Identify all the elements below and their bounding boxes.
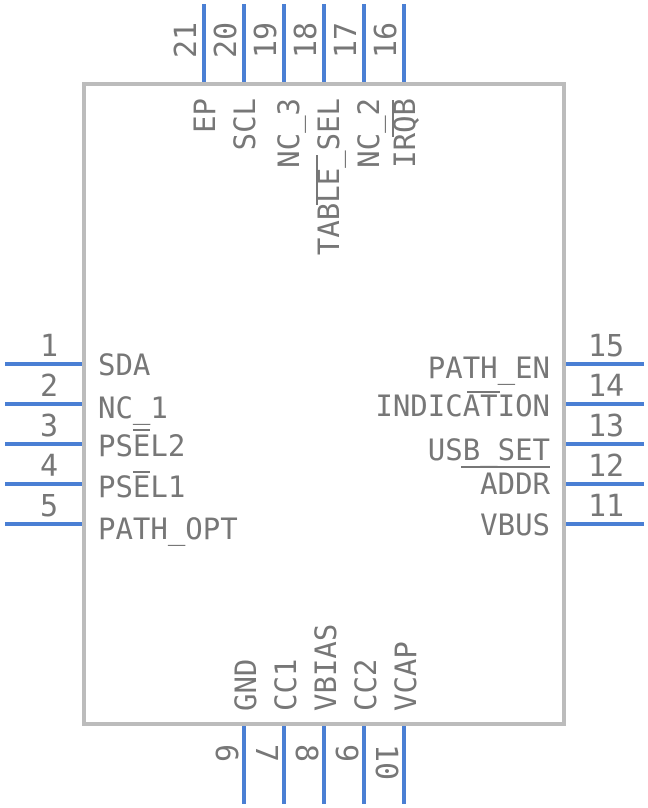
pin-label-scl: SCL bbox=[228, 98, 262, 150]
pin-number: 6 bbox=[208, 744, 243, 762]
pin-number: 5 bbox=[40, 489, 58, 524]
right-pin-labels: PATH_EN INDICATION USB_SET ADDR VBUS bbox=[375, 351, 550, 542]
pin-number: 14 bbox=[588, 369, 624, 404]
pin-number: 3 bbox=[40, 409, 58, 444]
pin-label-path-en: PATH_EN bbox=[428, 351, 550, 386]
pin-number: 16 bbox=[369, 22, 404, 58]
pin-number: 7 bbox=[248, 744, 283, 762]
pin-label-addr: ADDR bbox=[480, 467, 550, 501]
pin-label-gnd: GND bbox=[229, 659, 263, 711]
pin-label-nc3: NC_3 bbox=[272, 98, 307, 168]
bottom-pin-lines bbox=[242, 724, 406, 804]
pin-number: 21 bbox=[169, 22, 204, 58]
pin-label-usb-set: USB_SET bbox=[428, 433, 550, 468]
left-pin-labels: SDA NC_1 PSEL2 PSEL1 PATH_OPT bbox=[98, 348, 238, 547]
pin-number: 17 bbox=[329, 22, 364, 58]
pin-number: 1 bbox=[40, 329, 58, 364]
pin-number: 18 bbox=[289, 22, 324, 58]
pin-number: 19 bbox=[249, 22, 284, 58]
pin-number: 11 bbox=[588, 489, 624, 524]
pin-label-psel2: PSEL2 bbox=[98, 429, 185, 463]
pin-number: 9 bbox=[328, 744, 363, 762]
right-pin-numbers: 15 14 13 12 11 bbox=[588, 329, 624, 524]
right-pin-lines bbox=[564, 362, 644, 526]
pin-number: 13 bbox=[588, 409, 624, 444]
pin-label-nc1: NC_1 bbox=[98, 391, 168, 426]
pin-label-cc2: CC2 bbox=[349, 659, 383, 711]
pin-number: 4 bbox=[40, 449, 58, 484]
pin-label-ep: EP bbox=[188, 98, 222, 133]
pin-label-nc2: NC_2 bbox=[352, 98, 387, 168]
pin-number: 15 bbox=[588, 329, 624, 364]
pin-number: 10 bbox=[368, 744, 403, 780]
pin-number: 8 bbox=[288, 744, 323, 762]
chip-body bbox=[82, 82, 566, 726]
pin-label-vbias: VBIAS bbox=[309, 624, 343, 711]
pin-label-psel1: PSEL1 bbox=[98, 470, 185, 504]
pin-label-indication: INDICATION bbox=[375, 389, 550, 423]
pin-number: 2 bbox=[40, 369, 58, 404]
top-pin-numbers: 21 20 19 18 17 16 bbox=[169, 22, 404, 58]
top-pin-lines bbox=[202, 4, 406, 84]
overbar-marks bbox=[133, 100, 550, 473]
pin-label-vbus: VBUS bbox=[480, 508, 550, 542]
pin-label-vcap: VCAP bbox=[389, 641, 423, 711]
pin-number: 12 bbox=[588, 449, 624, 484]
pin-label-path-opt: PATH_OPT bbox=[98, 512, 238, 547]
pin-label-cc1: CC1 bbox=[269, 659, 303, 711]
bottom-pin-labels: GND CC1 VBIAS CC2 VCAP bbox=[229, 624, 423, 711]
bottom-pin-numbers: 6 7 8 9 10 bbox=[208, 744, 403, 780]
left-pin-lines bbox=[5, 362, 84, 526]
pin-label-sda: SDA bbox=[98, 348, 150, 382]
left-pin-numbers: 1 2 3 4 5 bbox=[40, 329, 58, 524]
pin-number: 20 bbox=[209, 22, 244, 58]
